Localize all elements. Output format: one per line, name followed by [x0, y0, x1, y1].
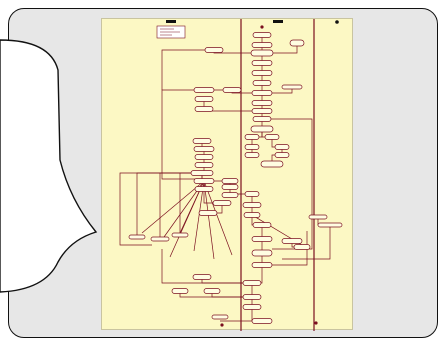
activity-node: [192, 274, 212, 280]
loop-edge: [169, 180, 205, 258]
activity-node: [251, 236, 273, 242]
lane-marker-1: [166, 20, 176, 23]
activity-node: [212, 200, 232, 206]
activity-node: [260, 160, 284, 168]
activity-node: [252, 116, 272, 122]
activity-node: [204, 47, 224, 53]
loop-edge: [262, 231, 308, 266]
activity-node: [264, 134, 280, 140]
activity-node: [192, 138, 212, 144]
activity-node: [251, 318, 273, 324]
activity-node: [222, 87, 242, 93]
activity-node: [251, 108, 273, 114]
activity-node: [281, 238, 303, 244]
activity-node: [128, 234, 146, 240]
activity-node: [242, 202, 262, 208]
activity-node: [308, 214, 328, 220]
activity-node: [243, 212, 261, 218]
activity-node: [221, 184, 239, 190]
activity-node: [194, 186, 214, 192]
loop-edge: [161, 249, 252, 284]
activity-node: [274, 152, 290, 158]
activity-node: [252, 32, 272, 38]
loop-edge: [161, 89, 204, 180]
flow-edge: [136, 172, 202, 237]
activity-node: [244, 191, 260, 197]
diagram-canvas: [119, 19, 343, 331]
terminal-node: [260, 25, 264, 29]
activity-node: [281, 84, 303, 90]
activity-node: [211, 314, 229, 320]
activity-node: [251, 90, 273, 96]
activity-node: [221, 192, 239, 198]
activity-node: [250, 125, 274, 133]
lane-marker-3: [335, 20, 339, 24]
activity-node: [244, 134, 260, 140]
loop-edge: [203, 180, 233, 256]
activity-node: [194, 162, 214, 168]
activity-node: [194, 96, 214, 102]
loop-edge: [141, 180, 205, 234]
activity-node: [242, 280, 262, 286]
terminal-node: [314, 321, 318, 325]
activity-node: [251, 70, 273, 76]
activity-node: [203, 288, 221, 294]
activity-node: [252, 80, 272, 86]
activity-node: [251, 249, 273, 257]
activity-node: [221, 178, 239, 184]
activity-node: [194, 106, 214, 112]
flow-edges: [119, 35, 331, 322]
activity-node: [242, 304, 262, 310]
terminal-node: [220, 323, 224, 327]
flow-nodes: [128, 25, 343, 327]
activity-node: [193, 146, 215, 152]
activity-node: [190, 170, 214, 176]
activity-node: [242, 294, 262, 300]
activity-diagram: [101, 18, 353, 331]
activity-node: [251, 42, 273, 48]
loop-edge: [203, 180, 215, 260]
activity-node: [198, 210, 218, 216]
activity-node: [274, 144, 290, 150]
activity-node: [317, 222, 343, 228]
loop-edge: [119, 172, 202, 246]
activity-node: [293, 244, 311, 250]
loop-edge: [193, 180, 205, 252]
activity-node: [251, 100, 273, 106]
activity-node: [194, 154, 214, 160]
activity-node: [150, 236, 170, 242]
activity-node: [193, 87, 215, 93]
callout-shape: [0, 39, 98, 293]
activity-node: [289, 39, 305, 47]
activity-node: [193, 178, 215, 184]
activity-node: [250, 49, 274, 57]
loop-edge: [161, 49, 214, 90]
activity-node: [244, 144, 260, 150]
activity-node: [171, 232, 189, 238]
loop-edge: [262, 118, 313, 250]
loop-edge: [282, 225, 331, 260]
lane-marker-2: [273, 20, 283, 23]
activity-node: [171, 288, 189, 294]
activity-node: [244, 152, 260, 158]
activity-node: [251, 60, 273, 66]
activity-node: [251, 262, 273, 268]
activity-node: [252, 222, 272, 228]
